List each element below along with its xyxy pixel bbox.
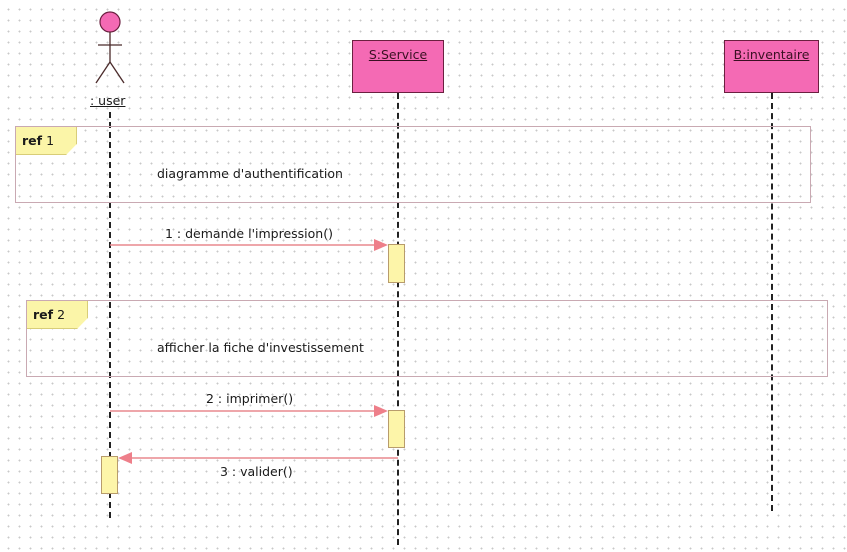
ref-1-text: diagramme d'authentification	[157, 166, 343, 181]
message-1-label: 1 : demande l'impression()	[165, 226, 333, 241]
lifeline-service[interactable]	[397, 93, 399, 545]
activation-service-2[interactable]	[388, 410, 405, 448]
object-inventaire-label: B:inventaire	[733, 47, 810, 62]
lifeline-user[interactable]	[109, 112, 111, 518]
lifeline-inventaire[interactable]	[771, 93, 773, 511]
ref-keyword: ref	[22, 133, 43, 148]
message-2-arrow-icon[interactable]	[110, 404, 390, 418]
message-3-arrow-icon[interactable]	[118, 451, 400, 465]
message-2-label: 2 : imprimer()	[206, 391, 294, 406]
ref-2-text: afficher la fiche d'investissement	[157, 340, 364, 355]
ref-frame-1[interactable]: ref 1 diagramme d'authentification	[15, 126, 811, 203]
ref-tag-2: ref 2	[27, 301, 88, 329]
object-service[interactable]: S:Service	[352, 40, 444, 93]
ref-number: 2	[57, 307, 66, 322]
actor-user-label[interactable]: : user	[90, 93, 126, 108]
object-service-label: S:Service	[368, 47, 428, 62]
actor-user-icon	[95, 11, 125, 84]
ref-tag-1: ref 1	[16, 127, 77, 155]
activation-service-1[interactable]	[388, 244, 405, 283]
activation-user-1[interactable]	[101, 456, 118, 494]
ref-frame-2[interactable]: ref 2 afficher la fiche d'investissement	[26, 300, 828, 377]
message-1-arrow-icon[interactable]	[110, 238, 390, 252]
ref-number: 1	[46, 133, 55, 148]
message-3-label: 3 : valider()	[220, 464, 293, 479]
ref-keyword: ref	[33, 307, 54, 322]
object-inventaire[interactable]: B:inventaire	[724, 40, 819, 93]
